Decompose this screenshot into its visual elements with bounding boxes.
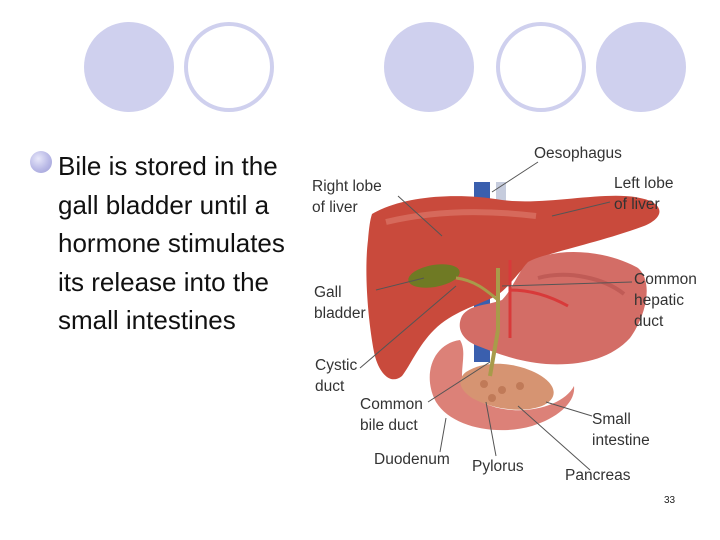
label-common-hepatic-duct: Common hepatic duct <box>634 269 697 332</box>
decorative-circle-3 <box>384 22 474 112</box>
label-gall-bladder: Gall bladder <box>314 282 366 324</box>
decorative-circle-1 <box>84 22 174 112</box>
decorative-circle-4 <box>496 22 586 112</box>
bullet-icon <box>30 151 52 173</box>
decorative-circle-2 <box>184 22 274 112</box>
decorative-circle-5 <box>596 22 686 112</box>
bullet-text: Bile is stored in the gall bladder until… <box>58 147 298 340</box>
label-pylorus: Pylorus <box>472 456 524 477</box>
label-right-lobe-of-liver: Right lobe of liver <box>312 176 382 218</box>
label-left-lobe-of-liver: Left lobe of liver <box>614 173 673 215</box>
label-small-intestine: Small intestine <box>592 409 650 451</box>
label-duodenum: Duodenum <box>374 449 450 470</box>
label-pancreas: Pancreas <box>565 465 630 486</box>
digestive-anatomy-diagram: Oesophagus Right lobe of liver Left lobe… <box>306 140 690 490</box>
label-common-bile-duct: Common bile duct <box>360 394 423 436</box>
page-number: 33 <box>664 495 675 506</box>
label-oesophagus: Oesophagus <box>534 143 622 164</box>
label-cystic-duct: Cystic duct <box>315 355 357 397</box>
